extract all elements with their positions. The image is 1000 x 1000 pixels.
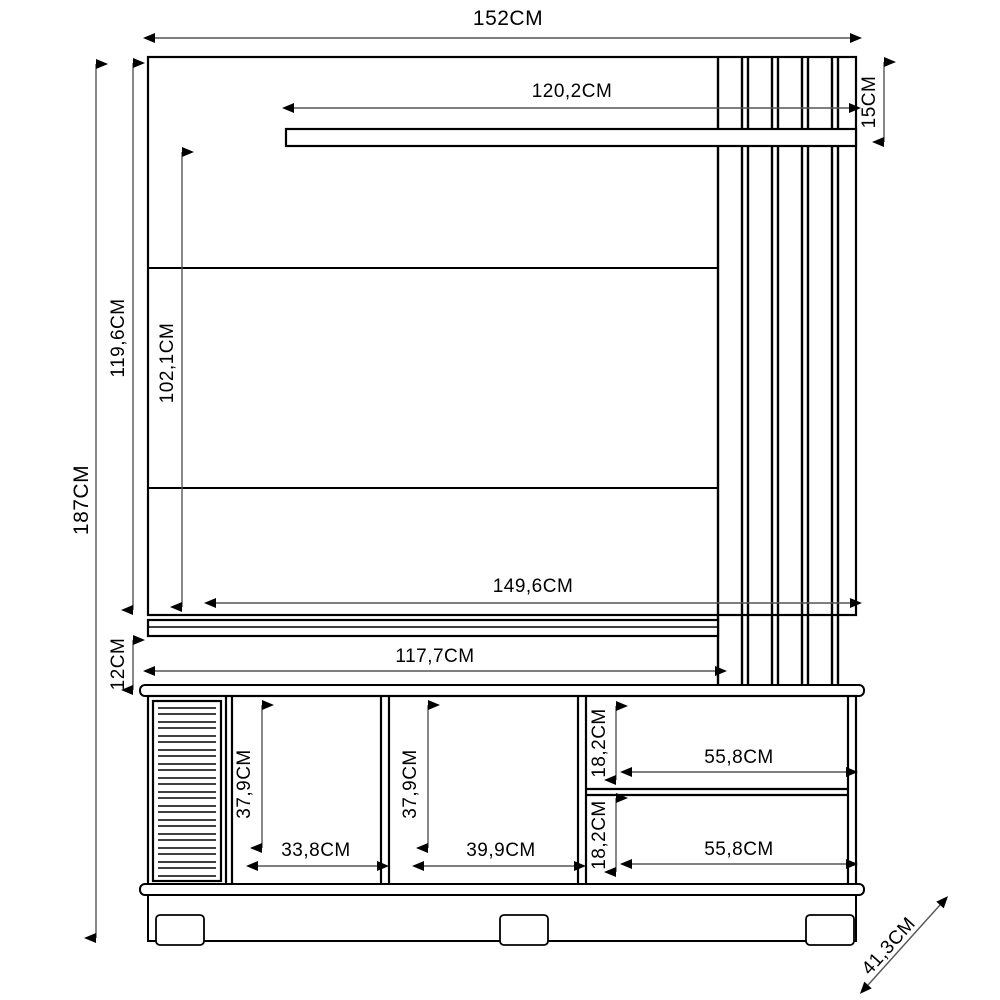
shelf-upper-right	[586, 787, 848, 797]
label-top-shelf-width: 120,2CM	[532, 81, 613, 102]
top-shelf	[284, 127, 858, 148]
foot-center	[499, 914, 549, 946]
furniture-body	[139, 55, 865, 946]
label-niche2-width: 39,9CM	[466, 840, 536, 861]
back-panel	[146, 55, 858, 617]
label-niche1-height: 37,9CM	[234, 749, 255, 819]
cabinet-dividers	[224, 696, 850, 886]
louvered-door	[151, 699, 223, 883]
louver-slats	[158, 707, 216, 877]
label-niche1-width: 33,8CM	[281, 840, 351, 861]
lower-cabinet-bottom-cap	[139, 883, 865, 896]
foot-right	[805, 914, 855, 946]
label-shelf-top-height: 18,2CM	[589, 708, 610, 778]
label-top-shelf-height: 15CM	[859, 76, 880, 129]
foot-left	[155, 914, 205, 946]
label-lower-unit-width: 117,7CM	[395, 646, 474, 667]
label-overall-height: 187CM	[70, 465, 93, 535]
label-shelf-bottom-width: 55,8CM	[704, 839, 774, 860]
label-niche2-height: 37,9CM	[400, 749, 421, 819]
label-depth: 41,3CM	[858, 913, 920, 979]
label-shelf-top-width: 55,8CM	[704, 747, 774, 768]
label-overall-width: 152CM	[473, 7, 543, 30]
label-upper-panel-height: 119,6CM	[108, 298, 129, 377]
label-shelf-bottom-height: 18,2CM	[589, 800, 610, 870]
dimline-depth	[859, 896, 949, 994]
mid-shelf	[146, 618, 720, 638]
vertical-slat-panel	[716, 57, 840, 693]
label-lower-gap-height: 12CM	[108, 638, 129, 691]
lower-cabinet-top-cap	[139, 684, 865, 697]
label-mid-shelf-width: 149,6CM	[493, 576, 574, 597]
label-inner-panel-height: 102,1CM	[157, 323, 178, 404]
dimension-lines	[84, 33, 949, 994]
